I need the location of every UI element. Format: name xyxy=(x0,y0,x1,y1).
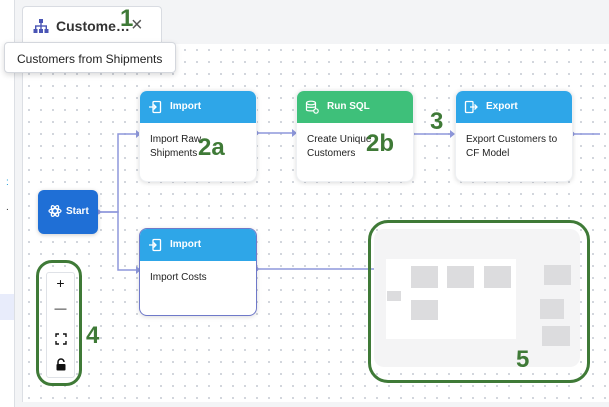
node-body-label: Import Raw Shipments xyxy=(150,134,202,159)
node-header-label: Import xyxy=(170,239,202,250)
minimap-node xyxy=(387,291,401,301)
node-header: Run SQL xyxy=(297,91,413,123)
node-header-label: Run SQL xyxy=(327,101,370,112)
node-body-label: Import Costs xyxy=(150,272,207,283)
node-header: Import xyxy=(140,229,256,261)
sidebar-mark: : xyxy=(6,177,9,188)
hierarchy-icon xyxy=(33,19,49,38)
lock-icon xyxy=(56,358,65,371)
node-import-costs[interactable]: Import Import Costs xyxy=(139,228,257,316)
callout-number: 3 xyxy=(430,108,444,135)
tab-title: Custome… xyxy=(56,18,130,34)
minimap-node xyxy=(411,266,438,288)
canvas-controls: + — xyxy=(46,272,75,378)
zoom-out-button[interactable]: — xyxy=(54,301,67,315)
minimap-node xyxy=(542,326,570,346)
fit-view-icon xyxy=(54,333,67,345)
database-icon xyxy=(305,100,319,114)
node-export-customers[interactable]: Export Export Customers to CF Model xyxy=(455,90,573,182)
minimap[interactable] xyxy=(374,229,580,367)
export-icon xyxy=(464,100,478,114)
node-body-label: Create Unique Customers xyxy=(307,134,372,159)
sidebar-mark: . xyxy=(6,202,9,213)
workflow-tab[interactable]: Custome… × xyxy=(22,6,162,45)
start-node[interactable]: Start xyxy=(38,190,98,234)
atom-icon xyxy=(48,204,62,221)
start-label: Start xyxy=(66,206,89,217)
close-icon[interactable]: × xyxy=(131,14,143,36)
node-create-unique-customers[interactable]: Run SQL Create Unique Customers xyxy=(296,90,414,182)
lock-button[interactable] xyxy=(47,353,74,377)
import-icon xyxy=(148,238,162,252)
fit-view-button[interactable] xyxy=(47,327,74,351)
callout-frame-minimap xyxy=(368,220,590,383)
callout-number: 2a xyxy=(198,134,225,161)
node-header: Import xyxy=(140,91,256,123)
node-header-label: Export xyxy=(486,101,518,112)
import-icon xyxy=(148,100,162,114)
minimap-node xyxy=(484,266,511,288)
callout-number: 4 xyxy=(86,322,100,349)
minimap-node xyxy=(411,300,438,320)
minimap-node xyxy=(540,299,564,319)
callout-number: 1 xyxy=(120,5,134,32)
node-header-label: Import xyxy=(170,101,202,112)
minimap-node xyxy=(447,266,474,288)
sidebar-strip: : . xyxy=(0,0,15,407)
callout-frame-controls xyxy=(36,260,82,386)
callout-number: 2b xyxy=(366,130,395,157)
zoom-in-button[interactable]: + xyxy=(56,275,65,291)
minimap-node xyxy=(544,265,571,285)
node-import-raw-shipments[interactable]: Import Import Raw Shipments xyxy=(139,90,257,182)
sidebar-highlight xyxy=(0,294,14,320)
tab-tooltip: Customers from Shipments xyxy=(4,42,176,73)
node-header: Export xyxy=(456,91,572,123)
callout-number: 5 xyxy=(516,346,530,373)
node-body-label: Export Customers to CF Model xyxy=(466,134,558,159)
